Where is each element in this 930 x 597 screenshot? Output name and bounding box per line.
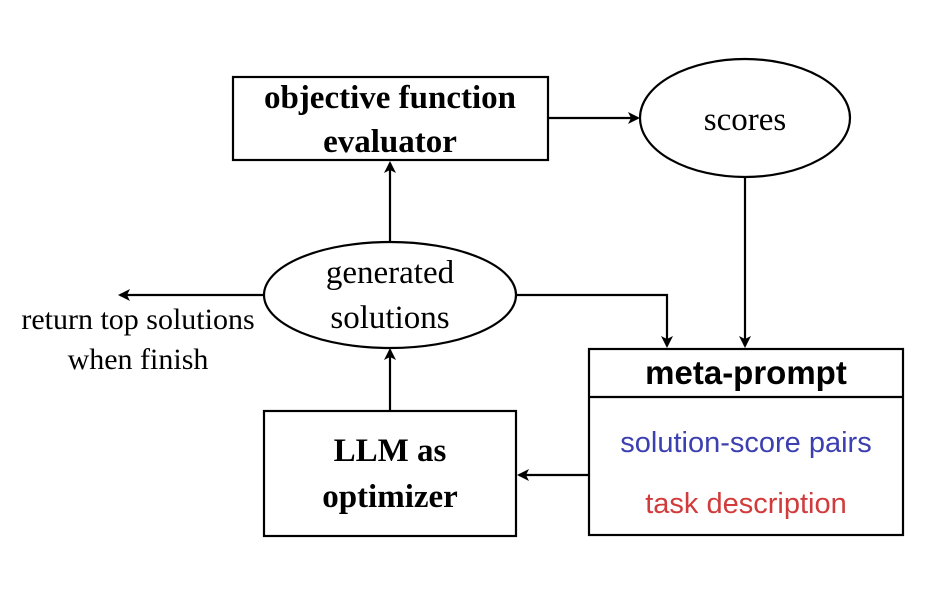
llm-label-line2: optimizer: [322, 479, 458, 515]
evaluator-node: objective function evaluator: [231, 75, 550, 162]
evaluator-label-line1: objective function: [264, 80, 516, 116]
generated-label-line1: generated: [326, 255, 455, 291]
return-note-line1: return top solutions: [21, 303, 254, 336]
generated-solutions-node: generated solutions: [262, 240, 518, 350]
arrow-generated-to-meta-prompt: [516, 293, 673, 348]
scores-node: scores: [638, 57, 852, 179]
meta-prompt-title: meta-prompt: [645, 354, 847, 391]
return-note-line2: when finish: [68, 343, 209, 376]
solution-score-pairs-label: solution-score pairs: [620, 427, 871, 459]
generated-label-line2: solutions: [330, 300, 449, 336]
task-description-label: task description: [645, 488, 847, 520]
edges: [118, 112, 751, 481]
llm-optimizer-node: LLM as optimizer: [262, 409, 518, 538]
meta-prompt-node: meta-prompt solution-score pairs task de…: [587, 347, 905, 537]
llm-label-line1: LLM as: [334, 433, 447, 469]
return-note: return top solutions when finish: [21, 303, 254, 376]
scores-label: scores: [704, 102, 786, 138]
evaluator-label-line2: evaluator: [323, 124, 457, 160]
